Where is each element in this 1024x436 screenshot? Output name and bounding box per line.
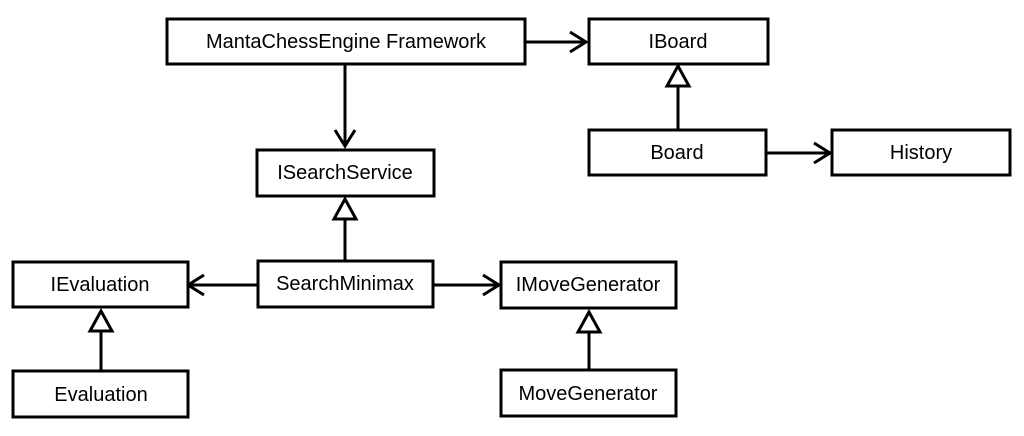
svg-text:MantaChessEngine Framework: MantaChessEngine Framework	[206, 31, 487, 53]
svg-text:Board: Board	[650, 142, 703, 164]
svg-text:ISearchService: ISearchService	[277, 162, 413, 184]
edge-searchminimax-to-imovegenerator	[433, 273, 502, 297]
edge-framework-to-iboard	[525, 30, 589, 54]
svg-text:IEvaluation: IEvaluation	[51, 274, 150, 296]
edge-searchminimax-realizes-isearchservice	[331, 195, 359, 261]
node-searchminimax: SearchMinimax	[256, 259, 435, 309]
node-iboard: IBoard	[587, 17, 770, 66]
edge-movegenerator-realizes-imovegenerator	[575, 308, 603, 370]
node-history: History	[830, 128, 1012, 177]
svg-text:IBoard: IBoard	[649, 31, 708, 53]
node-ievaluation: IEvaluation	[11, 260, 190, 309]
node-evaluation: Evaluation	[11, 369, 190, 419]
svg-text:IMoveGenerator: IMoveGenerator	[516, 274, 661, 296]
svg-text:MoveGenerator: MoveGenerator	[519, 383, 658, 405]
node-framework: MantaChessEngine Framework	[165, 17, 527, 66]
svg-text:SearchMinimax: SearchMinimax	[276, 273, 414, 295]
edge-framework-to-isearchservice	[333, 64, 357, 149]
edge-searchminimax-to-ievaluation	[185, 273, 258, 297]
edge-board-realizes-iboard	[664, 62, 692, 130]
node-movegenerator: MoveGenerator	[499, 368, 678, 418]
edge-evaluation-realizes-ievaluation	[87, 307, 115, 371]
svg-text:Evaluation: Evaluation	[54, 384, 147, 406]
svg-text:History: History	[890, 142, 952, 164]
node-isearchservice: ISearchService	[255, 148, 436, 198]
node-imovegenerator: IMoveGenerator	[499, 260, 678, 310]
node-board: Board	[587, 128, 768, 177]
edge-board-to-history	[766, 141, 833, 165]
